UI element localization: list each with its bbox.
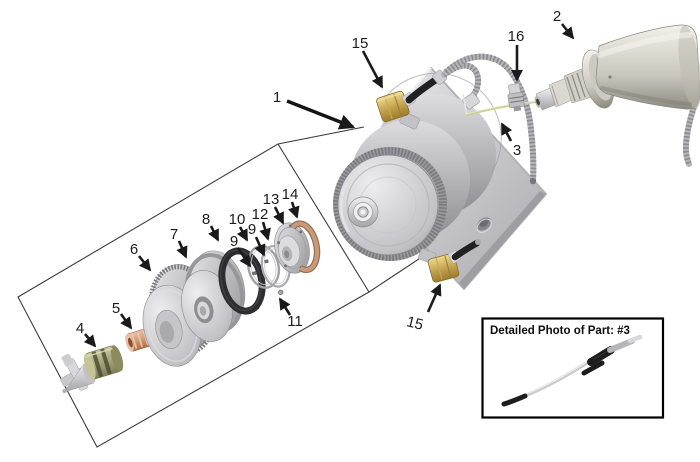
- brass-nut-top: [376, 90, 410, 123]
- callout-arrows: [83, 23, 575, 348]
- callout-label-8: 8: [202, 211, 210, 228]
- callout-label-15-top: 15: [352, 35, 369, 52]
- callout-arrow-11: [278, 297, 292, 316]
- callout-arrow-6: [137, 255, 152, 272]
- callout-arrow-3: [500, 122, 513, 142]
- inset-detail-box: Detailed Photo of Part: #3: [481, 317, 665, 419]
- callout-arrow-2: [560, 23, 575, 40]
- callout-label-4: 4: [76, 320, 84, 337]
- part-14-c-gasket: [290, 220, 321, 274]
- exploded-parts: [60, 220, 321, 394]
- callout-label-7: 7: [170, 226, 178, 243]
- inset-photo-capillary: [501, 334, 643, 407]
- part-13-flanged-disc: [274, 222, 310, 274]
- plate-screw-hole-bottom: [476, 217, 492, 233]
- part-8-seal-ring: [218, 247, 266, 315]
- black-tube-bottom: [451, 239, 481, 261]
- callout-label-14: 14: [282, 186, 299, 203]
- callout-label-9-right: 9: [248, 221, 256, 238]
- callout-label-13: 13: [263, 191, 280, 208]
- callout-arrow-12: [259, 221, 271, 241]
- fitting-bottom: [418, 239, 481, 283]
- callout-label-16: 16: [508, 28, 525, 45]
- callout-arrow-9-right: [254, 236, 266, 257]
- drum-hub: [347, 196, 379, 228]
- callout-label-15-bottom: 15: [405, 313, 425, 334]
- part-2-sensor-cylinder: [534, 24, 700, 111]
- callout-label-1: 1: [273, 89, 281, 106]
- callout-label-11: 11: [287, 313, 303, 330]
- callout-label-2: 2: [553, 8, 561, 25]
- callout-arrow-7: [176, 240, 188, 259]
- callout-arrow-15-bottom: [426, 283, 442, 313]
- callout-arrow-8: [208, 225, 220, 242]
- callout-arrow-13: [273, 206, 285, 225]
- callout-arrow-1: [286, 99, 356, 130]
- part-4-grooved-sleeve: [83, 345, 124, 380]
- fitting-top: [376, 69, 448, 130]
- callout-arrow-10: [236, 226, 249, 242]
- black-tube-top: [405, 75, 441, 104]
- drum-body: [333, 72, 502, 261]
- callout-arrow-15-top: [361, 50, 384, 89]
- callout-label-5: 5: [112, 300, 120, 317]
- callout-arrow-14: [288, 201, 300, 219]
- inset-title: Detailed Photo of Part: #3: [490, 325, 630, 337]
- callout-label-12: 12: [252, 206, 269, 223]
- part-11-pin: [278, 289, 284, 295]
- callout-arrow-5: [119, 313, 133, 330]
- callout-label-10: 10: [229, 211, 246, 228]
- cable-clip-16: [507, 83, 525, 112]
- callout-arrow-4: [83, 333, 97, 348]
- callout-labels: 1 2 3 4 5 6 7 8 9 9 10 11 12 13 14 15 15…: [76, 8, 561, 337]
- callout-label-9-left: 9: [230, 233, 238, 250]
- main-assembly: [333, 53, 700, 290]
- callout-label-3: 3: [513, 142, 521, 159]
- callout-label-6: 6: [130, 241, 138, 258]
- callout-arrow-9-left: [236, 247, 252, 268]
- part-7-bearing-disc: [181, 250, 246, 342]
